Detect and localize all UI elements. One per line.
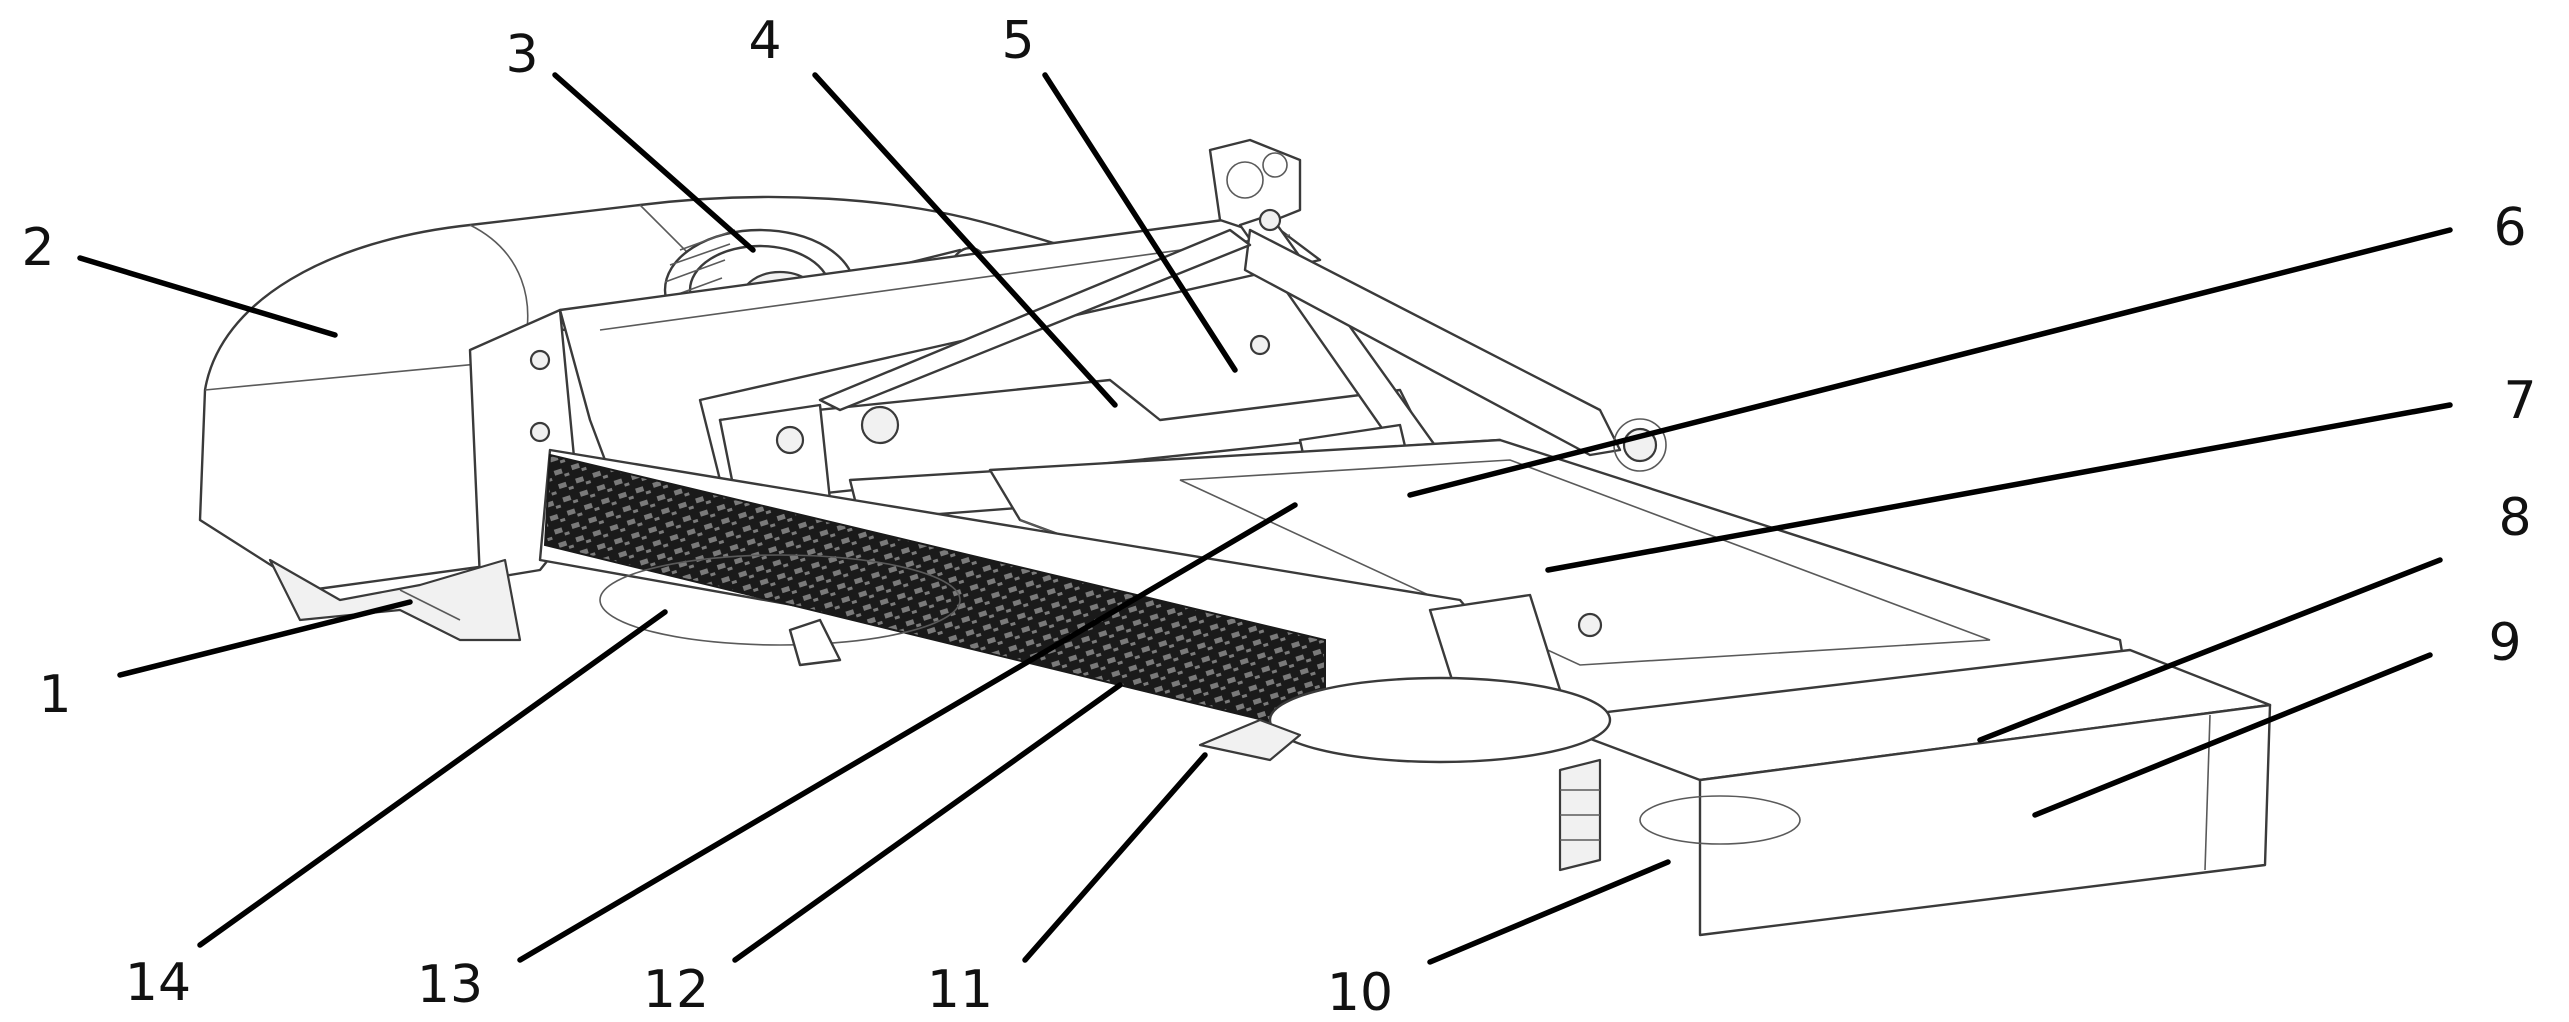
- leader-5: [1042, 72, 1238, 373]
- callout-8: 8: [2498, 488, 2531, 548]
- callout-10: 10: [1327, 963, 1393, 1022]
- callout-9: 9: [2488, 613, 2521, 673]
- blade-left: [268, 558, 522, 642]
- leader-3: [552, 72, 756, 253]
- machine-drawing: [198, 138, 2272, 937]
- leader-1: [117, 599, 413, 678]
- leader-7: [1545, 402, 2453, 573]
- callout-12: 12: [643, 960, 709, 1020]
- callout-5: 5: [1001, 11, 1034, 71]
- leader-8: [1977, 557, 2443, 743]
- leader-lines: [77, 72, 2453, 965]
- callout-1: 1: [38, 665, 71, 725]
- blade-middle: [1198, 718, 1302, 762]
- leader-9: [2032, 652, 2433, 818]
- leader-10: [1427, 859, 1671, 965]
- leader-6: [1407, 227, 2453, 498]
- callout-11: 11: [927, 960, 993, 1020]
- leader-2: [77, 255, 338, 338]
- side-shield: [1698, 703, 2272, 937]
- leader-4: [812, 72, 1118, 408]
- cutting-disc-left: [599, 554, 961, 646]
- leader-12: [732, 682, 1123, 963]
- callout-2: 2: [21, 218, 54, 278]
- callout-7: 7: [2503, 371, 2536, 431]
- cutting-disc-right: [1268, 676, 1612, 764]
- leader-14: [197, 609, 668, 948]
- leader-13: [517, 502, 1298, 963]
- callout-6: 6: [2493, 198, 2526, 258]
- callout-4: 4: [748, 11, 781, 71]
- callout-3: 3: [505, 25, 538, 85]
- leader-11: [1022, 752, 1208, 963]
- callout-13: 13: [417, 955, 483, 1015]
- callout-labels: 1 2 3 4 5 6 7 8 9 10 11 12 13 14: [21, 11, 2536, 1022]
- callout-14: 14: [125, 953, 191, 1013]
